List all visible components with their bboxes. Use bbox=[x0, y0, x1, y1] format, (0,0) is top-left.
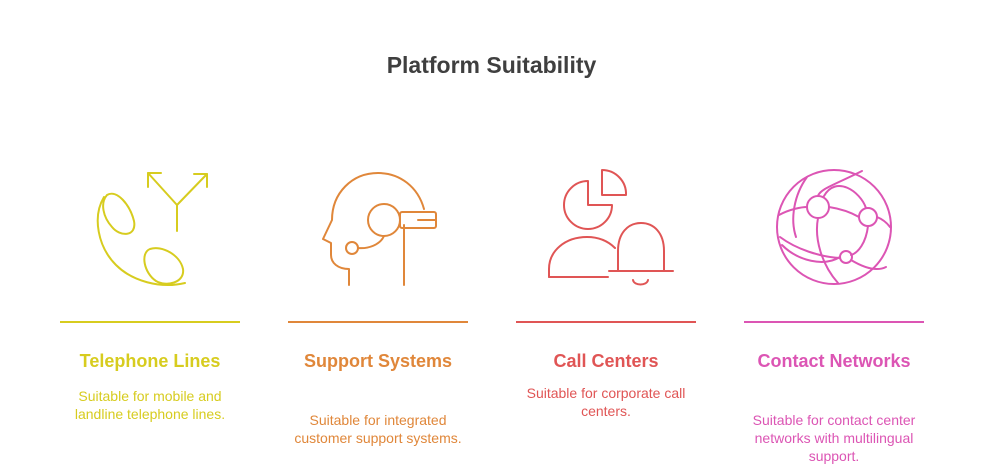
card-heading: Support Systems bbox=[303, 351, 453, 371]
platform-card-contact-networks: Contact Networks Suitable for contact ce… bbox=[744, 0, 924, 470]
divider-line bbox=[288, 321, 468, 323]
globe-network-icon bbox=[774, 165, 896, 290]
divider-line bbox=[744, 321, 924, 323]
card-description: Suitable for mobile and landline telepho… bbox=[74, 388, 226, 422]
platform-card-support-systems: Support Systems Suitable for integrated … bbox=[288, 0, 468, 470]
platform-card-telephone-lines: Telephone Lines Suitable for mobile and … bbox=[60, 0, 240, 470]
platform-card-call-centers: Call Centers Suitable for corporate call… bbox=[516, 0, 696, 470]
headset-icon bbox=[318, 165, 440, 290]
card-heading: Call Centers bbox=[553, 351, 659, 371]
telephone-arrows-icon bbox=[90, 165, 212, 290]
user-bell-chart-icon bbox=[546, 165, 674, 290]
divider-line bbox=[60, 321, 240, 323]
card-description: Suitable for integrated customer support… bbox=[294, 412, 462, 446]
card-heading: Contact Networks bbox=[757, 351, 911, 371]
page-title: Platform Suitability bbox=[386, 52, 597, 78]
card-description: Suitable for contact center networks wit… bbox=[752, 412, 916, 464]
card-heading: Telephone Lines bbox=[79, 351, 221, 371]
divider-line bbox=[516, 321, 696, 323]
card-description: Suitable for corporate call centers. bbox=[526, 385, 686, 419]
